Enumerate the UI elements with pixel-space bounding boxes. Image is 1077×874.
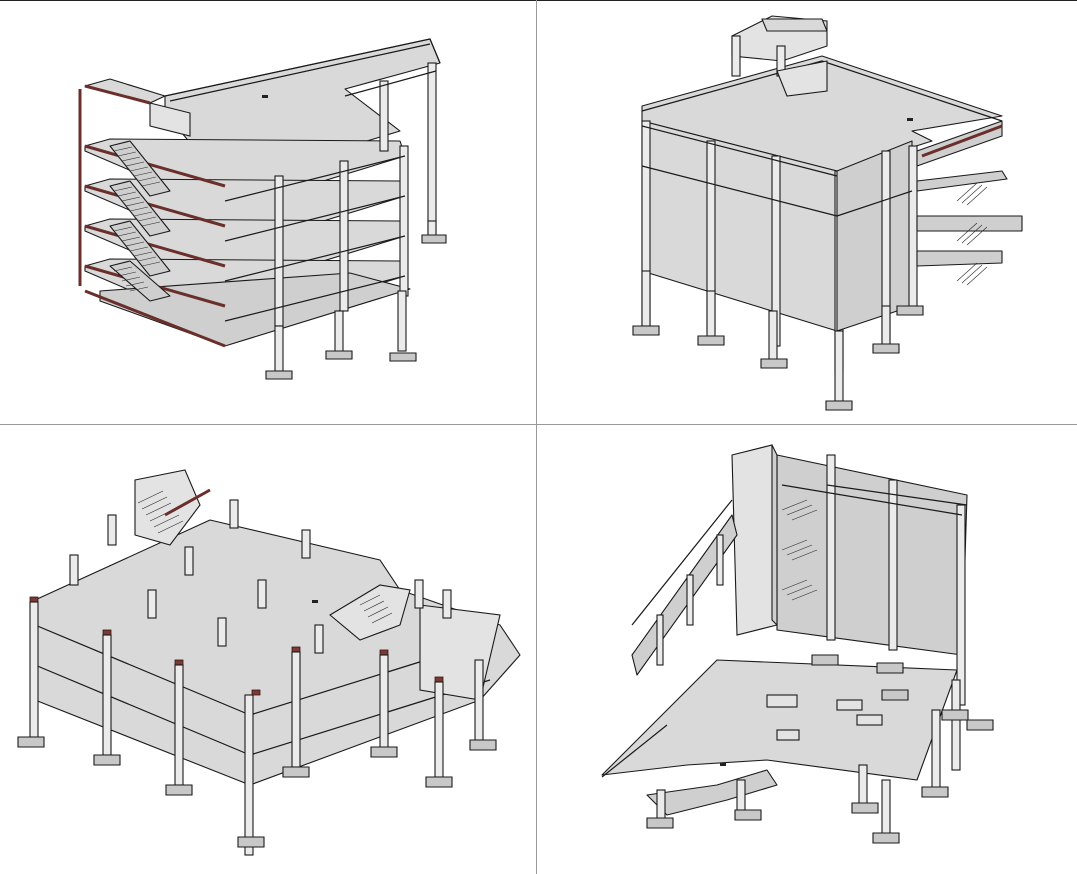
stair-flights bbox=[109, 140, 171, 302]
stair-head-wall bbox=[149, 102, 191, 137]
view-top-right[interactable] bbox=[537, 1, 1077, 424]
building-model-bl bbox=[17, 469, 521, 856]
foundation bbox=[265, 220, 447, 380]
floor-slab-cut bbox=[34, 519, 521, 786]
stair-head-slab bbox=[84, 78, 166, 104]
view-top-left[interactable] bbox=[0, 1, 536, 424]
building-model-br bbox=[601, 444, 994, 844]
opening-marker bbox=[262, 95, 268, 98]
ground-slab bbox=[601, 659, 958, 781]
view-bottom-right[interactable] bbox=[537, 425, 1077, 874]
building-model-tr bbox=[632, 15, 1023, 411]
side-frame bbox=[631, 499, 738, 676]
opening-marker bbox=[312, 600, 318, 603]
column-stubs bbox=[69, 499, 452, 654]
opening-marker bbox=[907, 118, 913, 121]
top-border bbox=[0, 0, 1077, 1]
building-model-tl bbox=[78, 38, 447, 380]
lower-ledge bbox=[646, 764, 879, 829]
side-facade bbox=[836, 120, 1023, 342]
horizontal-divider bbox=[0, 424, 1077, 425]
vertical-divider bbox=[536, 0, 537, 874]
view-bottom-left[interactable] bbox=[0, 425, 536, 874]
lower-columns bbox=[17, 601, 497, 856]
foundation bbox=[766, 654, 994, 844]
opening-marker bbox=[720, 763, 726, 766]
foundation bbox=[632, 270, 924, 411]
roof-bulkhead bbox=[776, 60, 828, 97]
back-frame bbox=[776, 454, 968, 706]
shear-wall bbox=[731, 444, 778, 636]
